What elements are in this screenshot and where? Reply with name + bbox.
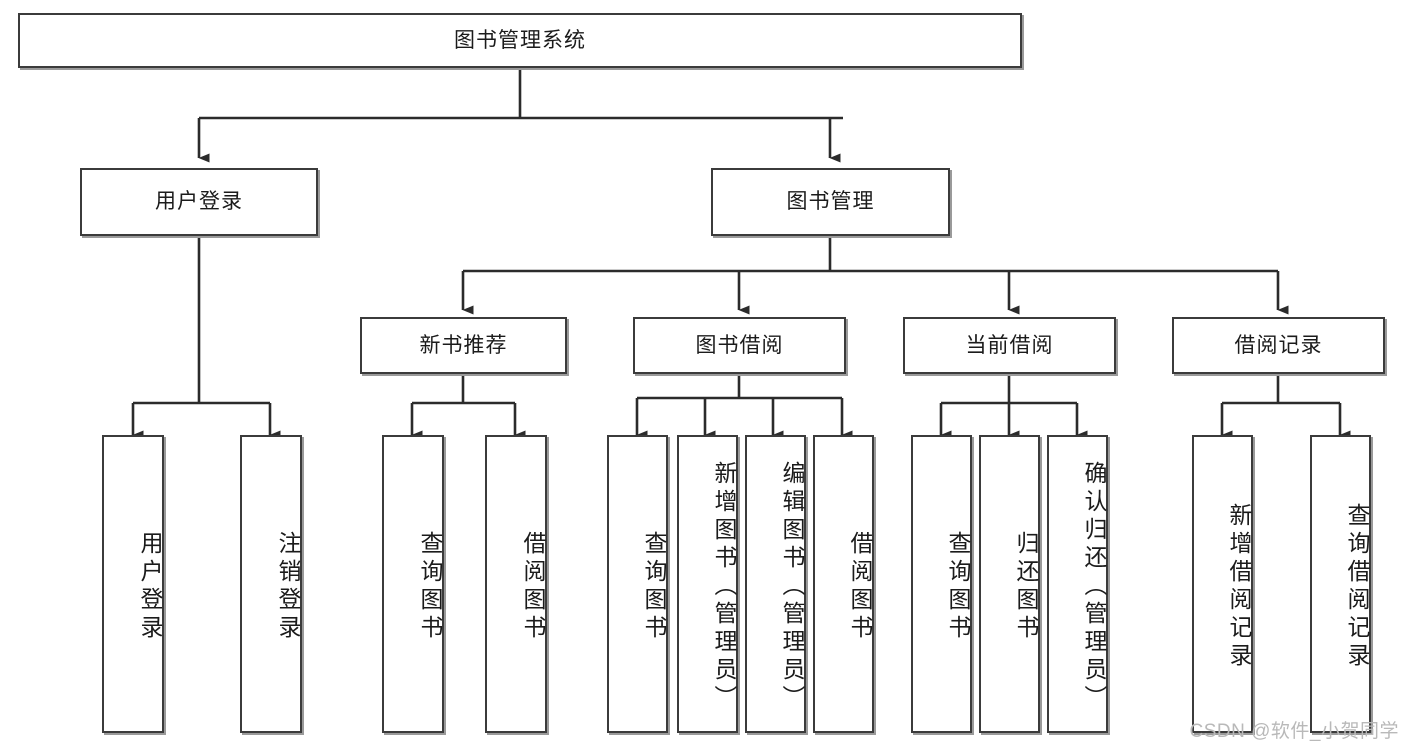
node-leaf-newbook-query-label: 查询图书 bbox=[417, 531, 443, 643]
node-current-label: 当前借阅 bbox=[965, 333, 1054, 357]
node-leaf-user-login[interactable]: 用户登录 bbox=[102, 435, 164, 733]
node-newbook-label: 新书推荐 bbox=[419, 333, 508, 357]
node-leaf-record-add[interactable]: 新增借阅记录 bbox=[1192, 435, 1253, 733]
node-records-label: 借阅记录 bbox=[1234, 333, 1323, 357]
node-leaf-newbook-borrow-label: 借阅图书 bbox=[520, 531, 546, 643]
node-leaf-borrow-add-label: 新增图书（管理员） bbox=[711, 461, 737, 713]
node-leaf-borrow-do-label: 借阅图书 bbox=[847, 531, 873, 643]
node-leaf-user-login-label: 用户登录 bbox=[137, 531, 163, 643]
node-leaf-current-query[interactable]: 查询图书 bbox=[911, 435, 972, 733]
node-leaf-current-query-label: 查询图书 bbox=[945, 531, 971, 643]
node-login[interactable]: 用户登录 bbox=[80, 168, 318, 236]
node-records[interactable]: 借阅记录 bbox=[1172, 317, 1385, 374]
node-bookmgmt-label: 图书管理 bbox=[786, 190, 875, 214]
node-leaf-borrow-do[interactable]: 借阅图书 bbox=[813, 435, 874, 733]
node-leaf-user-logout[interactable]: 注销登录 bbox=[240, 435, 302, 733]
node-borrow-label: 图书借阅 bbox=[695, 333, 784, 357]
node-leaf-borrow-query[interactable]: 查询图书 bbox=[607, 435, 668, 733]
node-leaf-record-query-label: 查询借阅记录 bbox=[1344, 503, 1370, 671]
node-leaf-borrow-query-label: 查询图书 bbox=[641, 531, 667, 643]
node-current[interactable]: 当前借阅 bbox=[903, 317, 1116, 374]
node-leaf-borrow-edit[interactable]: 编辑图书（管理员） bbox=[745, 435, 806, 733]
node-borrow[interactable]: 图书借阅 bbox=[633, 317, 846, 374]
node-leaf-current-confirm[interactable]: 确认归还（管理员） bbox=[1047, 435, 1108, 733]
node-leaf-borrow-edit-label: 编辑图书（管理员） bbox=[779, 461, 805, 713]
node-leaf-borrow-add[interactable]: 新增图书（管理员） bbox=[677, 435, 738, 733]
node-leaf-record-add-label: 新增借阅记录 bbox=[1226, 503, 1252, 671]
node-leaf-record-query[interactable]: 查询借阅记录 bbox=[1310, 435, 1371, 733]
node-leaf-user-logout-label: 注销登录 bbox=[275, 531, 301, 643]
node-root[interactable]: 图书管理系统 bbox=[18, 13, 1022, 68]
node-newbook[interactable]: 新书推荐 bbox=[360, 317, 567, 374]
node-leaf-current-return[interactable]: 归还图书 bbox=[979, 435, 1040, 733]
node-root-label: 图书管理系统 bbox=[454, 28, 586, 52]
csdn-watermark: CSDN @软件_小贺同学 bbox=[1189, 721, 1399, 742]
node-leaf-current-return-label: 归还图书 bbox=[1013, 531, 1039, 643]
node-leaf-current-confirm-label: 确认归还（管理员） bbox=[1081, 461, 1107, 713]
node-bookmgmt[interactable]: 图书管理 bbox=[711, 168, 950, 236]
node-login-label: 用户登录 bbox=[155, 190, 243, 214]
node-leaf-newbook-query[interactable]: 查询图书 bbox=[382, 435, 444, 733]
node-leaf-newbook-borrow[interactable]: 借阅图书 bbox=[485, 435, 547, 733]
